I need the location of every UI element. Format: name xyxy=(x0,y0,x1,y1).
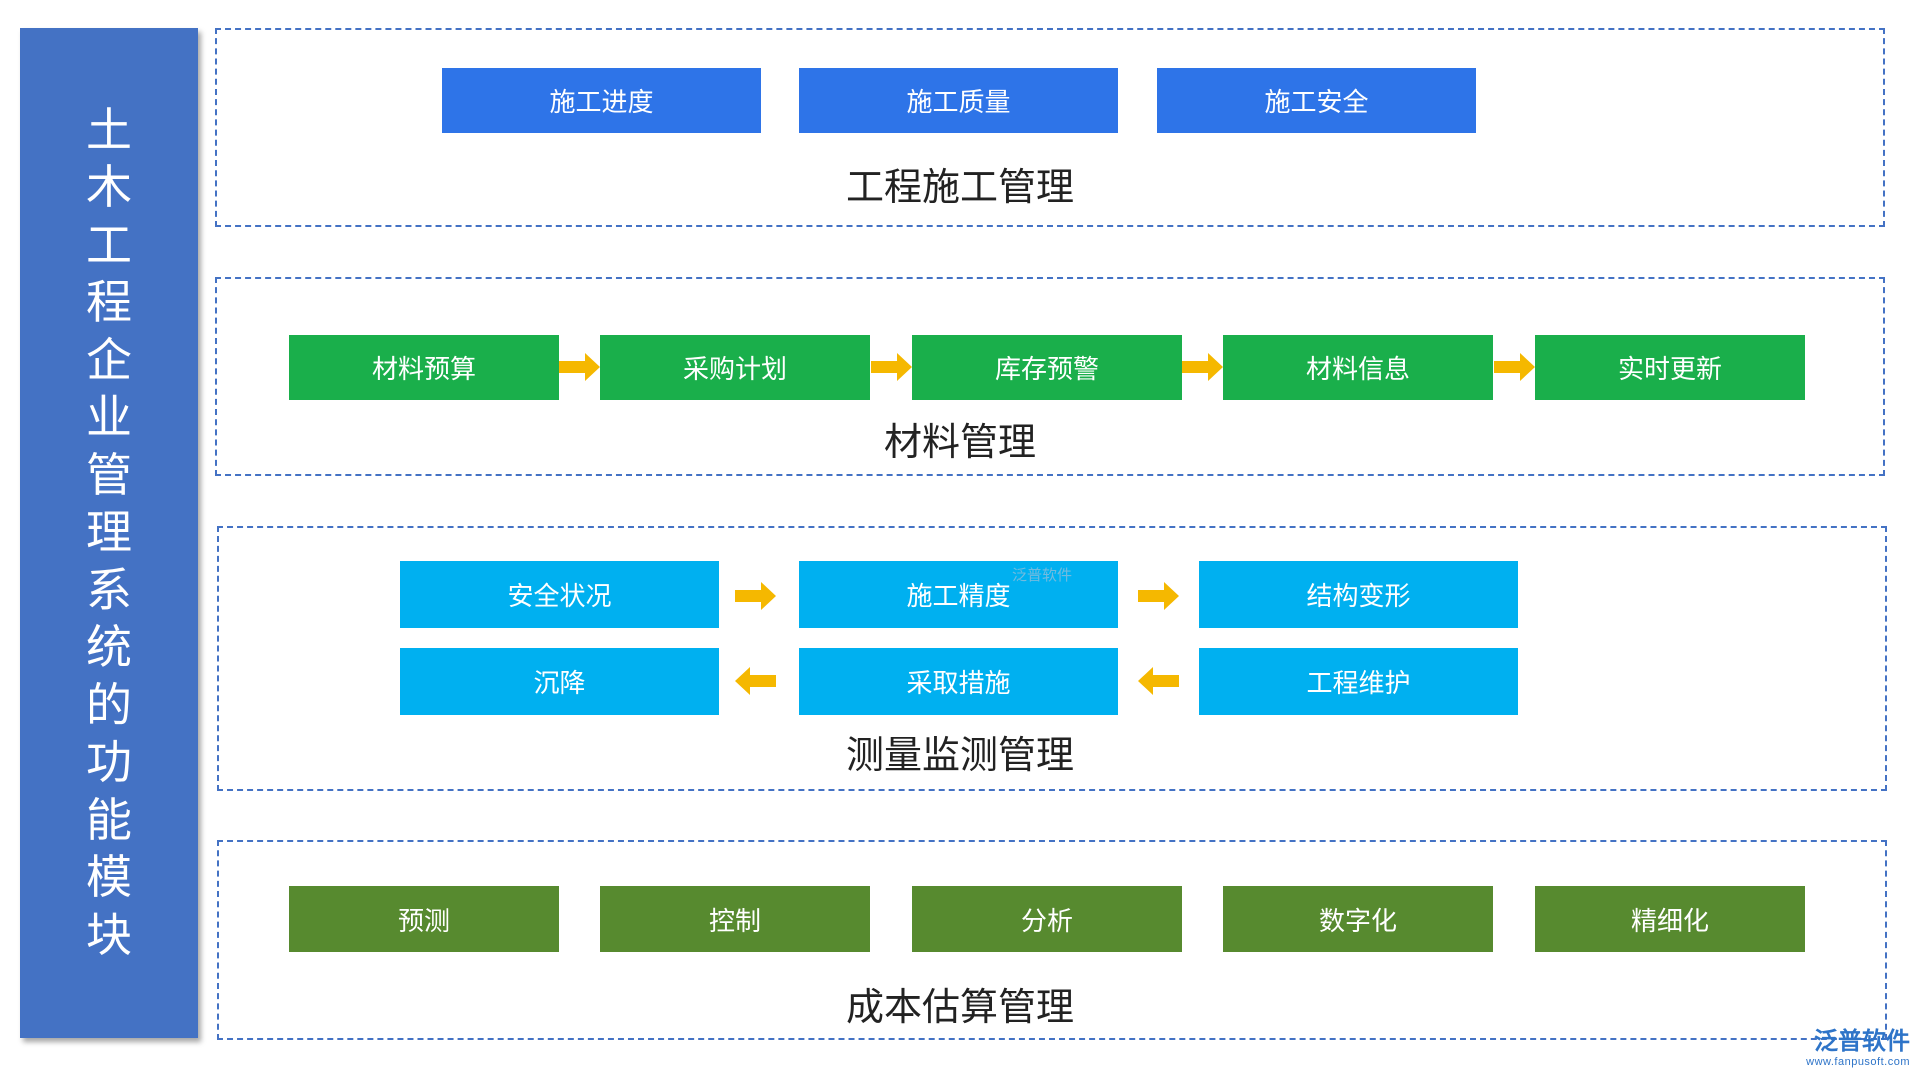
title-char: 企 xyxy=(86,332,132,387)
logo-url-text: www.fanpusoft.com xyxy=(1806,1056,1910,1068)
survey-group-label: 测量监测管理 xyxy=(845,733,1075,777)
cost-item-forecast[interactable]: 预测 xyxy=(289,886,559,952)
arrow-right-icon xyxy=(1182,353,1223,381)
arrow-right-icon xyxy=(871,353,912,381)
title-char: 业 xyxy=(86,390,132,445)
materials-item-budget[interactable]: 材料预算 xyxy=(289,335,559,400)
arrow-right-icon xyxy=(735,582,776,610)
materials-item-info[interactable]: 材料信息 xyxy=(1223,335,1493,400)
title-char: 统 xyxy=(86,620,132,675)
construction-item-progress[interactable]: 施工进度 xyxy=(442,68,761,133)
construction-group-label: 工程施工管理 xyxy=(845,165,1075,209)
title-char: 程 xyxy=(86,275,132,330)
watermark-text: 泛普软件 xyxy=(1012,566,1073,584)
title-char: 工 xyxy=(86,217,132,272)
title-char: 理 xyxy=(86,505,132,560)
arrow-right-icon xyxy=(1138,582,1179,610)
module-title-panel: 土 木 工 程 企 业 管 理 系 统 的 功 能 模 块 xyxy=(20,28,198,1038)
cost-estimation-group xyxy=(217,840,1887,1040)
construction-management-group xyxy=(215,28,1885,227)
cost-item-digitalization[interactable]: 数字化 xyxy=(1223,886,1493,952)
materials-item-purchase-plan[interactable]: 采购计划 xyxy=(600,335,870,400)
construction-item-quality[interactable]: 施工质量 xyxy=(799,68,1118,133)
title-char: 木 xyxy=(86,160,132,215)
title-char: 土 xyxy=(86,102,132,157)
materials-management-group xyxy=(215,277,1885,476)
arrow-right-icon xyxy=(559,353,600,381)
survey-item-structural-deformation[interactable]: 结构变形 xyxy=(1199,561,1518,628)
title-char: 系 xyxy=(86,562,132,617)
materials-group-label: 材料管理 xyxy=(883,420,1037,464)
title-char: 管 xyxy=(86,447,132,502)
arrow-left-icon xyxy=(1138,667,1179,695)
cost-item-control[interactable]: 控制 xyxy=(600,886,870,952)
materials-item-stock-alert[interactable]: 库存预警 xyxy=(912,335,1182,400)
title-char: 的 xyxy=(86,677,132,732)
survey-item-construction-precision[interactable]: 施工精度 xyxy=(799,561,1118,628)
survey-item-safety-status[interactable]: 安全状况 xyxy=(400,561,719,628)
materials-item-realtime-update[interactable]: 实时更新 xyxy=(1535,335,1805,400)
construction-item-safety[interactable]: 施工安全 xyxy=(1157,68,1476,133)
cost-item-refinement[interactable]: 精细化 xyxy=(1535,886,1805,952)
title-char: 能 xyxy=(86,792,132,847)
arrow-right-icon xyxy=(1494,353,1535,381)
cost-item-analysis[interactable]: 分析 xyxy=(912,886,1182,952)
survey-monitoring-group xyxy=(217,526,1887,791)
title-char: 功 xyxy=(86,735,132,790)
survey-item-measures[interactable]: 采取措施 xyxy=(799,648,1118,715)
title-char: 模 xyxy=(86,850,132,905)
brand-logo: 泛普软件 www.fanpusoft.com xyxy=(1806,1021,1910,1068)
survey-item-settlement[interactable]: 沉降 xyxy=(400,648,719,715)
arrow-left-icon xyxy=(735,667,776,695)
title-char: 块 xyxy=(86,907,132,962)
survey-item-maintenance[interactable]: 工程维护 xyxy=(1199,648,1518,715)
logo-brand-text: 泛普软件 xyxy=(1814,1028,1910,1055)
cost-group-label: 成本估算管理 xyxy=(845,985,1075,1029)
